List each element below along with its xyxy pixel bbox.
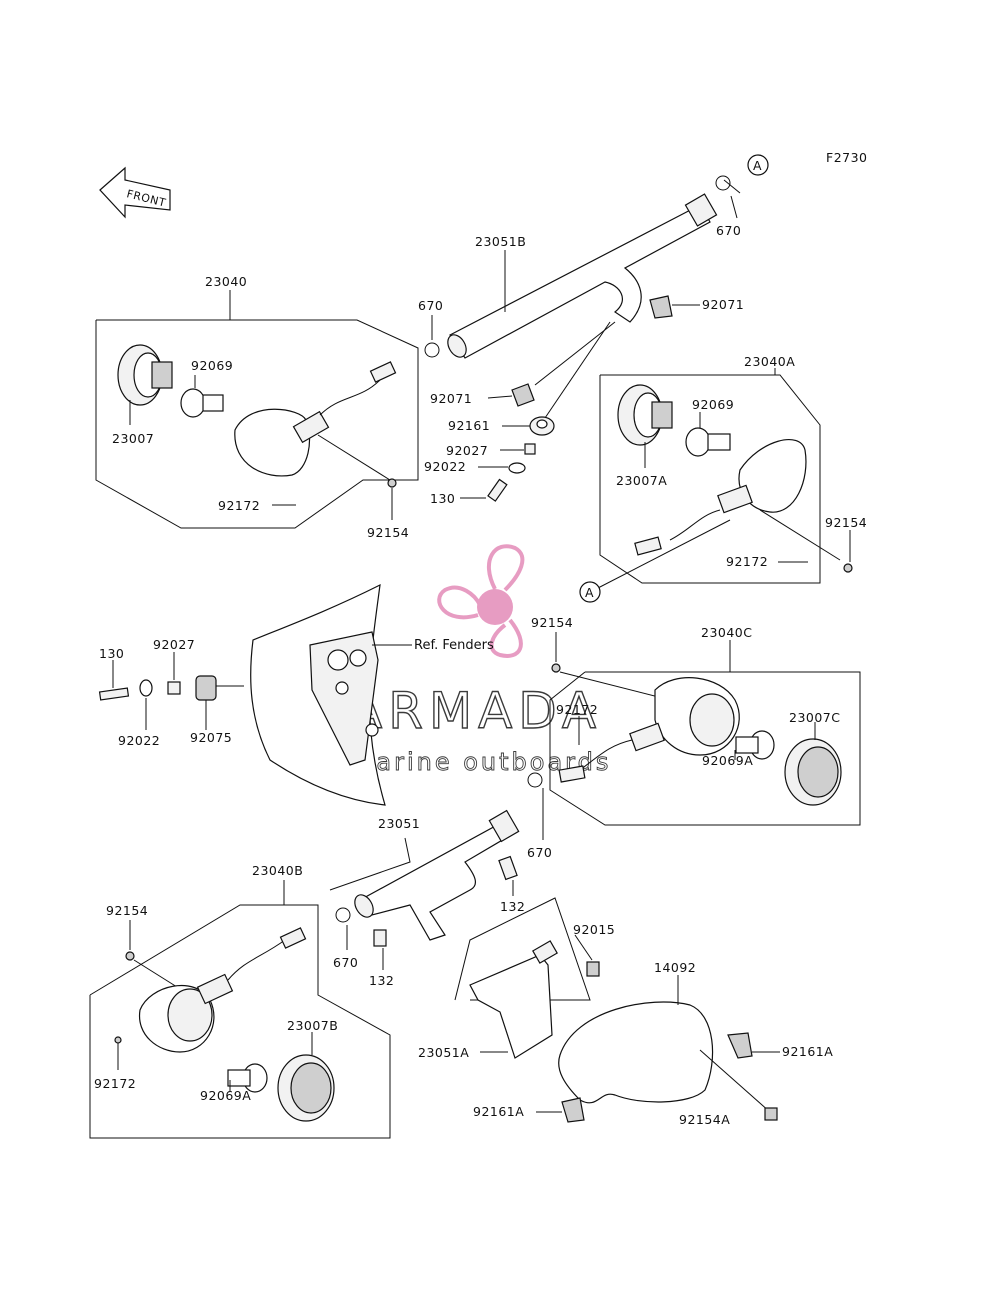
- label-92161: 92161: [448, 418, 490, 433]
- label-23051B: 23051B: [475, 234, 526, 249]
- callout-a-bottom: [579, 581, 601, 603]
- lens-23007A: [617, 384, 673, 446]
- front-arrow-icon: FRONT: [99, 166, 171, 219]
- group-23040C-outline: [549, 640, 861, 826]
- label-92071-left: 92071: [430, 391, 472, 406]
- label-92154-mid: 92154: [531, 615, 573, 630]
- label-23040: 23040: [205, 274, 247, 289]
- label-92027-top: 92027: [446, 443, 488, 458]
- bulb-92069A-bottom: [227, 1063, 268, 1093]
- group-23040A-outline: [599, 368, 821, 584]
- label-92027-left: 92027: [153, 637, 195, 652]
- label-670-right: 670: [716, 223, 741, 238]
- label-670-top: 670: [418, 298, 443, 313]
- group-23040-outline: [95, 290, 419, 529]
- fender-reference: [250, 583, 386, 806]
- label-23007A: 23007A: [616, 473, 667, 488]
- label-92154-left: 92154: [367, 525, 409, 540]
- label-92069: 92069: [191, 358, 233, 373]
- label-92154-bottom: 92154: [106, 903, 148, 918]
- label-92172-mid: 92172: [556, 702, 598, 717]
- label-92161A-right: 92161A: [782, 1044, 833, 1059]
- label-132-right: 132: [500, 899, 525, 914]
- label-130-left: 130: [99, 646, 124, 661]
- label-23040A: 23040A: [744, 354, 795, 369]
- label-670-lower: 670: [333, 955, 358, 970]
- stay-23051B: [447, 193, 718, 359]
- label-14092: 14092: [654, 960, 696, 975]
- label-92075: 92075: [190, 730, 232, 745]
- label-130-top: 130: [430, 491, 455, 506]
- ref-fenders-label: Ref. Fenders: [414, 638, 494, 653]
- label-23007C: 23007C: [789, 710, 841, 725]
- label-92069-right: 92069: [692, 397, 734, 412]
- label-23051A: 23051A: [418, 1045, 469, 1060]
- callout-a-bottom-label: A: [585, 585, 594, 600]
- label-23051: 23051: [378, 816, 420, 831]
- label-23007B: 23007B: [287, 1018, 338, 1033]
- label-92172-bottom: 92172: [94, 1076, 136, 1091]
- label-23007: 23007: [112, 431, 154, 446]
- label-92172-left: 92172: [218, 498, 260, 513]
- label-670-mid: 670: [527, 845, 552, 860]
- bulb-92069A-right: [735, 730, 775, 760]
- label-23040C: 23040C: [701, 625, 753, 640]
- bracket-23051A: [469, 940, 558, 1059]
- signal-housing-23040B: [138, 927, 307, 1053]
- watermark-logo-icon: [437, 544, 525, 658]
- label-92022-top: 92022: [424, 459, 466, 474]
- signal-housing-23040C: [558, 677, 740, 783]
- stay-23051: [354, 809, 520, 941]
- label-92154-right: 92154: [825, 515, 867, 530]
- bulb-92069-right: [685, 427, 731, 457]
- label-92015: 92015: [573, 922, 615, 937]
- label-92161A-bottom: 92161A: [473, 1104, 524, 1119]
- label-92071-top: 92071: [702, 297, 744, 312]
- signal-housing-23040: [234, 361, 397, 477]
- lens-23007B: [277, 1054, 335, 1122]
- callout-a-top-label: A: [753, 158, 762, 173]
- signal-housing-23040A: [634, 439, 807, 556]
- group-23040B-outline: [89, 880, 391, 1139]
- label-92022-left: 92022: [118, 733, 160, 748]
- label-92069A-right: 92069A: [702, 753, 753, 768]
- label-92172-right: 92172: [726, 554, 768, 569]
- bulb-92069: [180, 388, 224, 418]
- figure-code: F2730: [826, 150, 868, 165]
- watermark-title: ARMADA: [348, 682, 602, 740]
- label-23040B: 23040B: [252, 863, 303, 878]
- callout-a-top: [747, 154, 769, 176]
- cover-14092: [558, 1001, 714, 1104]
- label-92069A-bottom: 92069A: [200, 1088, 251, 1103]
- label-132-left: 132: [369, 973, 394, 988]
- label-92154A: 92154A: [679, 1112, 730, 1127]
- lens-23007: [117, 344, 173, 406]
- lens-23007C: [784, 738, 842, 806]
